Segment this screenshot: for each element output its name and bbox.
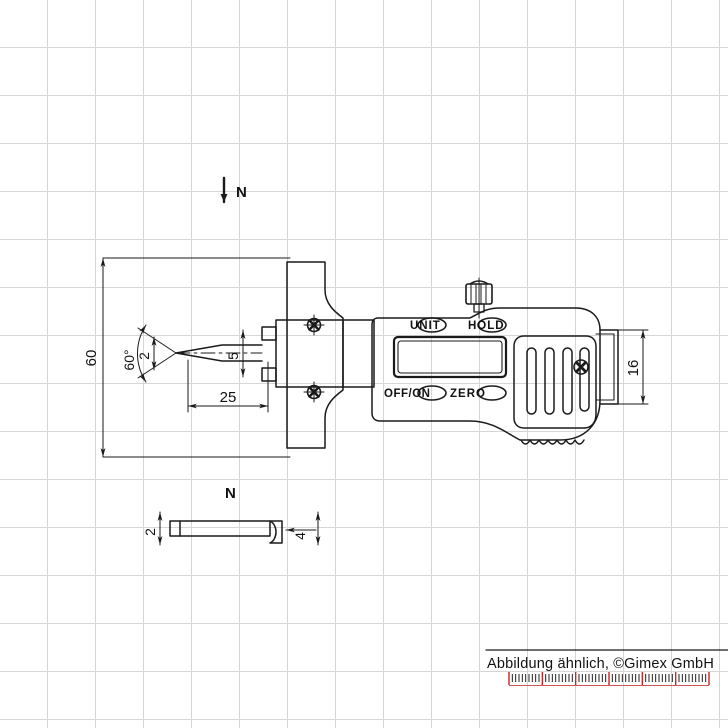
detail-marker-n-top [220, 176, 228, 204]
button-zero[interactable] [477, 385, 507, 401]
dim-text-5: 5 [225, 352, 241, 360]
serrated-edge [520, 439, 585, 445]
dimension-angle-60 [137, 324, 177, 383]
body-screw [573, 359, 589, 375]
right-mount-block [595, 329, 619, 405]
gauge-body [371, 307, 601, 441]
dim-text-25: 25 [220, 389, 237, 406]
footer-caption: Abbildung ähnlich, ©Gimex GmbH [486, 656, 714, 672]
dimension-width-16 [617, 329, 649, 405]
lcd-display [392, 335, 508, 379]
dim-text-60: 60 [83, 350, 100, 367]
dim-text-16: 16 [625, 360, 642, 377]
probe-shaft [175, 344, 263, 362]
dimension-length-25 [187, 359, 269, 413]
base-screw-upper [303, 314, 325, 336]
button-hold[interactable] [477, 317, 507, 333]
grip-panel [513, 335, 597, 429]
dim-text-detail-2: 2 [142, 528, 158, 536]
label-offon: OFF/ON [384, 388, 430, 400]
button-offon[interactable] [417, 385, 447, 401]
dim-text-60deg: 60° [121, 349, 137, 370]
detail-marker-label-bottom: N [225, 485, 236, 502]
base-mount-stubs [261, 326, 277, 382]
label-zero: ZERO [450, 388, 486, 400]
dim-text-2: 2 [136, 352, 152, 360]
label-unit: UNIT [410, 320, 441, 332]
detail-marker-label-top: N [236, 184, 247, 201]
detail-view-n [169, 520, 283, 544]
base-flange [275, 261, 375, 449]
base-screw-lower [303, 381, 325, 403]
dim-text-detail-4: 4 [292, 532, 308, 540]
dimension-detail-4 [285, 511, 321, 546]
dimension-height-60 [100, 257, 291, 458]
button-unit[interactable] [417, 317, 447, 333]
thumbwheel [465, 277, 493, 319]
label-hold: HOLD [468, 320, 505, 332]
scale-ruler [508, 672, 710, 686]
